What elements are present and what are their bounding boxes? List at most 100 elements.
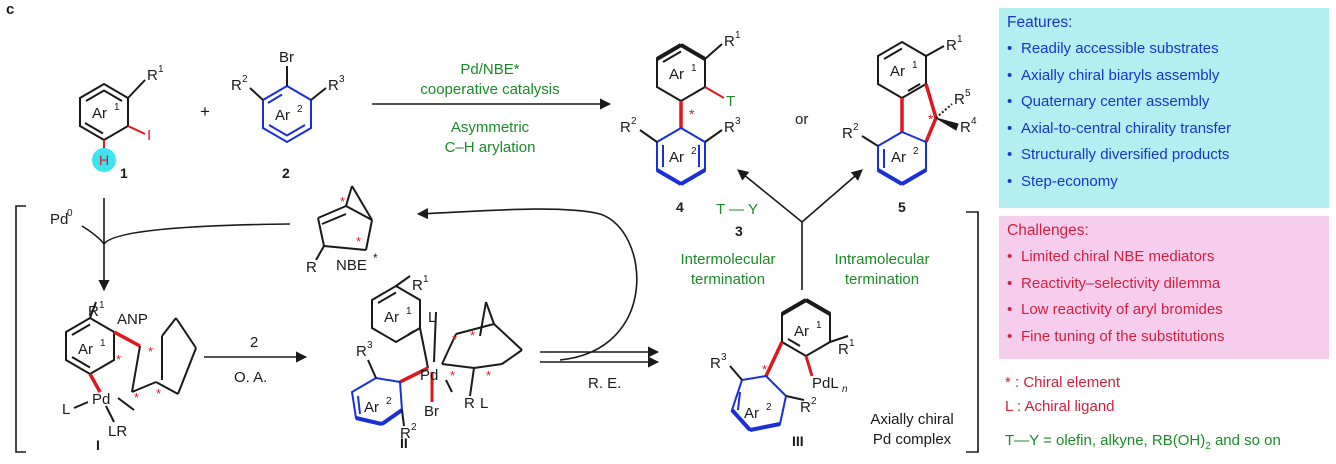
svg-text:Ar: Ar (669, 66, 684, 83)
svg-text:1: 1 (423, 274, 429, 285)
product-4-label: 4 (676, 199, 684, 215)
legend-ty-definition: T—Y = olefin, alkyne, RB(OH)2 and so on (1005, 432, 1281, 452)
intermediate-2-structure (350, 275, 523, 427)
svg-text:Pd complex: Pd complex (873, 431, 952, 448)
svg-text:PdL: PdL (812, 375, 839, 392)
svg-text:Ar: Ar (384, 309, 399, 326)
svg-text:Pd: Pd (420, 367, 438, 384)
legend-chiral-element: * : Chiral element (1005, 374, 1121, 391)
svg-text:2: 2 (766, 402, 772, 413)
svg-text:1: 1 (912, 60, 918, 71)
svg-text:3: 3 (367, 340, 373, 351)
svg-text:H: H (99, 152, 109, 168)
svg-text:1: 1 (406, 306, 412, 317)
reagent-ty: T — Y (716, 201, 758, 218)
svg-text:3: 3 (735, 116, 741, 127)
svg-text:1: 1 (100, 338, 106, 349)
intermediate-3-structure (729, 298, 849, 432)
svg-text:R: R (356, 343, 367, 360)
svg-text:termination: termination (845, 271, 919, 288)
svg-text:2: 2 (297, 104, 303, 115)
svg-text:R: R (842, 125, 853, 142)
features-item: •Axially chiral biaryls assembly (1007, 66, 1220, 84)
challenges-item: •Low reactivity of aryl bromides (1007, 301, 1223, 318)
or-text: or (795, 111, 808, 128)
svg-text:*: * (689, 106, 695, 122)
svg-text:Br: Br (279, 49, 294, 66)
svg-text:R: R (231, 77, 242, 94)
svg-text:R: R (147, 67, 158, 84)
svg-text:LR: LR (108, 423, 127, 440)
svg-text:2: 2 (411, 422, 417, 433)
svg-text:L: L (480, 395, 488, 412)
product-4-structure (639, 43, 725, 186)
svg-text:cooperative catalysis: cooperative catalysis (420, 81, 559, 98)
challenges-box: Challenges: •Limited chiral NBE mediator… (999, 216, 1329, 359)
svg-text:Ar: Ar (794, 323, 809, 340)
svg-text:Pd: Pd (92, 391, 110, 408)
svg-text:*: * (486, 368, 491, 383)
svg-text:R: R (328, 77, 339, 94)
svg-text:Ar: Ar (78, 341, 93, 358)
svg-text:1: 1 (816, 320, 822, 331)
svg-text:Asymmetric: Asymmetric (451, 119, 530, 136)
svg-text:3: 3 (721, 352, 727, 363)
svg-text:*: * (452, 332, 457, 347)
features-item: •Structurally diversified products (1007, 146, 1230, 163)
svg-text:2: 2 (691, 146, 697, 157)
svg-text:NBE: NBE (336, 257, 367, 274)
svg-text:5: 5 (965, 88, 971, 99)
intermediate-2-label: II (400, 435, 408, 451)
svg-text:Br: Br (424, 403, 439, 420)
svg-text:*: * (148, 344, 153, 359)
left-bracket (15, 205, 26, 453)
svg-text:R. E.: R. E. (588, 375, 621, 392)
svg-text:Ar: Ar (275, 107, 290, 124)
svg-text:2: 2 (250, 334, 258, 351)
nbe-structure (315, 185, 373, 261)
compound-3-label: 3 (735, 223, 743, 239)
features-title: Features: (1007, 14, 1073, 31)
svg-text:Ar: Ar (890, 63, 905, 80)
intermediate-1-structure (65, 301, 197, 423)
svg-text:R: R (724, 119, 735, 136)
features-item: •Quaternary center assembly (1007, 93, 1210, 110)
svg-text:Axially chiral: Axially chiral (870, 411, 953, 428)
svg-text:R: R (464, 395, 475, 412)
svg-text:1: 1 (99, 300, 105, 311)
svg-text:2: 2 (386, 396, 392, 407)
termination-arrows (737, 169, 863, 290)
svg-text:Intramolecular: Intramolecular (834, 251, 929, 268)
svg-text:*: * (134, 390, 139, 405)
svg-text:R: R (400, 425, 411, 442)
svg-text:R: R (710, 355, 721, 372)
svg-text:*: * (450, 368, 455, 383)
compound-2-structure (249, 66, 327, 144)
svg-text:R: R (800, 399, 811, 416)
svg-text:Ar: Ar (891, 149, 906, 166)
svg-text:ANP: ANP (117, 311, 148, 328)
plus-sign: + (200, 102, 210, 121)
svg-text:R: R (620, 119, 631, 136)
svg-text:3: 3 (339, 74, 345, 85)
svg-text:L: L (428, 309, 436, 326)
svg-text:Pd: Pd (50, 211, 68, 228)
svg-text:Ar: Ar (744, 405, 759, 422)
compound-1-label: 1 (120, 165, 128, 181)
features-box: Features: •Readily accessible substrates… (999, 8, 1329, 208)
svg-text:*: * (116, 352, 121, 367)
svg-text:1: 1 (158, 64, 164, 75)
svg-text:R: R (88, 303, 99, 320)
svg-text:R: R (946, 37, 957, 54)
svg-text:0: 0 (67, 208, 73, 219)
features-item: •Readily accessible substrates (1007, 40, 1219, 57)
svg-text:*: * (340, 194, 345, 209)
svg-text:R: R (306, 259, 317, 276)
svg-text:I: I (147, 127, 151, 144)
svg-text:termination: termination (691, 271, 765, 288)
svg-text:L: L (62, 401, 70, 418)
svg-text:Intermolecular: Intermolecular (680, 251, 775, 268)
h-atom-highlight (92, 148, 116, 172)
challenges-item: •Limited chiral NBE mediators (1007, 248, 1215, 265)
svg-text:*: * (156, 386, 161, 401)
